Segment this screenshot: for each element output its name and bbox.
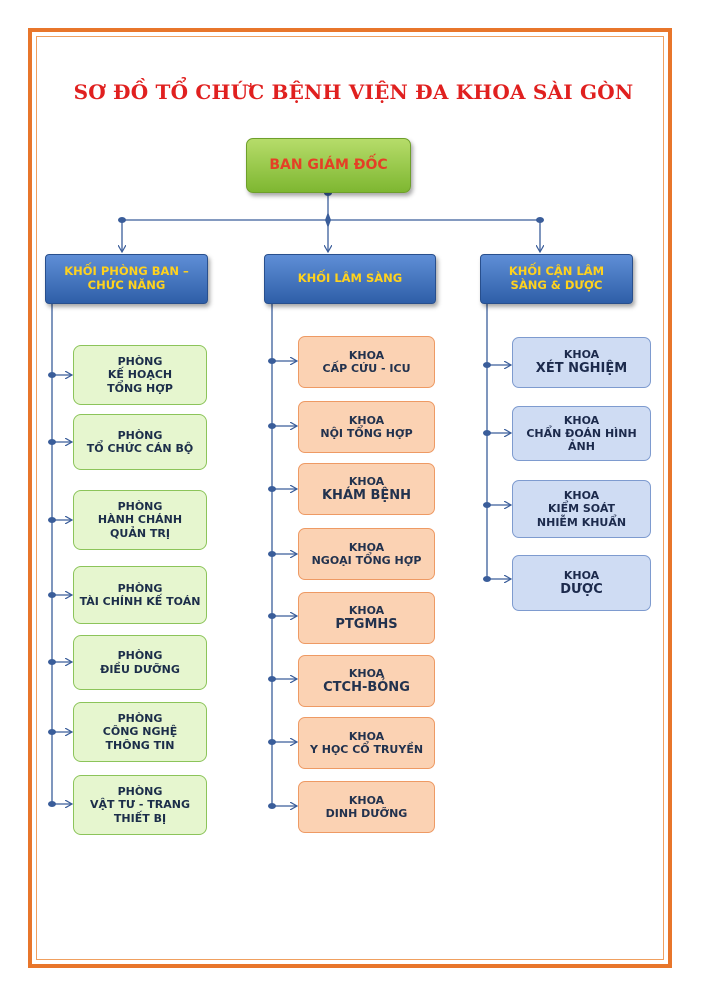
block-paraclinical: KHỐI CẬN LÂM SÀNG & DƯỢC (480, 254, 633, 304)
clinical-department-box: KHOA CTCH-BỎNG (298, 655, 435, 707)
department-box: PHÒNG VẬT TƯ - TRANG THIẾT BỊ (73, 775, 207, 835)
department-prefix: KHOA (348, 603, 385, 617)
department-name: ĐIỀU DƯỠNG (100, 662, 180, 676)
department-name: Y HỌC CỔ TRUYỀN (309, 743, 424, 756)
paraclinical-department-box: KHOA KIỂM SOÁT NHIỄM KHUẨN (512, 480, 651, 538)
department-name: NHIỄM KHUẨN (536, 515, 627, 529)
paraclinical-department-box: KHOA DƯỢC (512, 555, 651, 611)
department-prefix: KHOA (563, 413, 600, 427)
department-prefix: KHOA (348, 413, 385, 427)
block-label: KHỐI PHÒNG BAN – (64, 264, 189, 279)
paraclinical-department-box: KHOA CHẨN ĐOÁN HÌNH ẢNH (512, 406, 651, 461)
department-name: CHẨN ĐOÁN HÌNH ẢNH (526, 426, 637, 454)
clinical-department-box: KHOA NGOẠI TỔNG HỢP (298, 528, 435, 580)
page-border (28, 28, 672, 968)
clinical-department-box: KHOA Y HỌC CỔ TRUYỀN (298, 717, 435, 769)
department-box: PHÒNG KẾ HOẠCH TỔNG HỢP (73, 345, 207, 405)
department-name: KHÁM BỆNH (321, 487, 412, 503)
department-prefix: KHOA (563, 348, 600, 362)
department-prefix: KHOA (563, 489, 600, 503)
department-prefix: KHOA (563, 568, 600, 582)
clinical-department-box: KHOA CẤP CỨU - ICU (298, 336, 435, 388)
department-name: NGOẠI TỔNG HỢP (311, 554, 422, 567)
department-name: TỔ CHỨC CÁN BỘ (86, 442, 194, 455)
clinical-department-box: KHOA NỘI TỔNG HỢP (298, 401, 435, 453)
department-name: KIỂM SOÁT (547, 502, 616, 516)
block-label: SÀNG & DƯỢC (510, 278, 603, 292)
department-name: KẾ HOẠCH (107, 368, 173, 382)
department-prefix: PHÒNG (117, 712, 163, 726)
department-name: PTGMHS (335, 616, 398, 632)
department-name: THÔNG TIN (105, 738, 175, 752)
department-prefix: KHOA (348, 729, 385, 743)
department-prefix: PHÒNG (117, 785, 163, 799)
department-name: TỔNG HỢP (107, 381, 173, 395)
department-prefix: KHOA (348, 348, 385, 362)
clinical-department-box: KHOA DINH DƯỠNG (298, 781, 435, 833)
department-name: TÀI CHÍNH KẾ TOÁN (79, 595, 201, 608)
department-box: PHÒNG ĐIỀU DƯỠNG (73, 635, 207, 690)
department-prefix: PHÒNG (117, 428, 163, 442)
clinical-department-box: KHOA PTGMHS (298, 592, 435, 644)
block-label: KHỐI LÂM SÀNG (297, 271, 403, 286)
department-name: CÔNG NGHỆ (102, 725, 178, 739)
department-box: PHÒNG HÀNH CHÁNH QUẢN TRỊ (73, 490, 207, 550)
director-box: BAN GIÁM ĐỐC (246, 138, 411, 193)
department-name: HÀNH CHÁNH (97, 513, 183, 527)
department-name: VẬT TƯ - TRANG (90, 798, 190, 812)
paraclinical-department-box: KHOA XÉT NGHIỆM (512, 337, 651, 388)
department-prefix: PHÒNG (117, 649, 163, 663)
department-box: PHÒNG TỔ CHỨC CÁN BỘ (73, 414, 207, 470)
department-name: CTCH-BỎNG (323, 679, 410, 695)
department-name: THIẾT BỊ (113, 811, 167, 825)
department-name: CẤP CỨU - ICU (322, 362, 411, 375)
clinical-department-box: KHOA KHÁM BỆNH (298, 463, 435, 515)
department-prefix: KHOA (348, 666, 385, 680)
department-name: DINH DƯỠNG (325, 807, 408, 820)
block-label: CHỨC NĂNG (87, 278, 166, 292)
department-prefix: PHÒNG (117, 355, 163, 369)
department-prefix: PHÒNG (117, 500, 163, 514)
director-label: BAN GIÁM ĐỐC (269, 157, 388, 174)
department-prefix: KHOA (348, 474, 385, 488)
department-prefix: KHOA (348, 540, 385, 554)
department-prefix: PHÒNG (117, 581, 163, 595)
block-label: KHỐI CẬN LÂM (508, 264, 605, 279)
department-name: NỘI TỔNG HỢP (320, 427, 413, 440)
department-prefix: KHOA (348, 793, 385, 807)
block-administrative: KHỐI PHÒNG BAN – CHỨC NĂNG (45, 254, 208, 304)
chart-title: SƠ ĐỒ TỔ CHỨC BỆNH VIỆN ĐA KHOA SÀI GÒN (73, 80, 634, 104)
block-clinical: KHỐI LÂM SÀNG (264, 254, 436, 304)
department-name: DƯỢC (560, 581, 603, 597)
department-name: XÉT NGHIỆM (535, 361, 628, 377)
department-name: QUẢN TRỊ (110, 526, 170, 540)
department-box: PHÒNG TÀI CHÍNH KẾ TOÁN (73, 566, 207, 624)
department-box: PHÒNG CÔNG NGHỆ THÔNG TIN (73, 702, 207, 762)
